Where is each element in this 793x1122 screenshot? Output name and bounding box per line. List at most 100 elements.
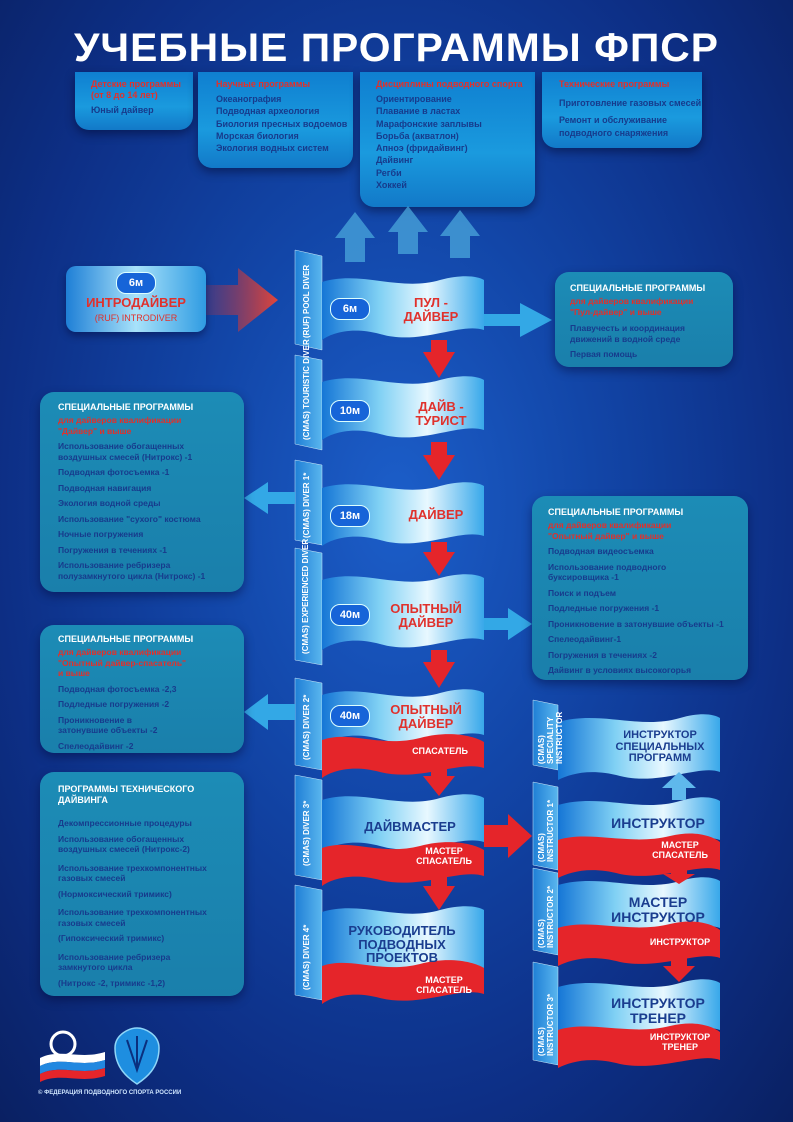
instructor-tag-line: ТРЕНЕР bbox=[661, 1042, 698, 1052]
level-title: ДАЙВЕР bbox=[396, 508, 476, 522]
special-box-item: Использование ребризера bbox=[58, 560, 171, 570]
special-box-item: Использование трехкомпонентных bbox=[58, 862, 207, 873]
depth-badge: 18м bbox=[330, 505, 370, 527]
top-box-header: Детские программы bbox=[91, 79, 181, 89]
level-title-line: ДАЙВ - bbox=[418, 399, 464, 414]
top-box-item: Регби bbox=[376, 167, 402, 178]
level-title-line: ТУРИСТ bbox=[415, 412, 467, 428]
instructor-tag: ИНСТРУКТОР ТРЕНЕР bbox=[640, 1032, 720, 1052]
special-box-item: воздушных смесей (Нитрокс) -1 bbox=[58, 451, 193, 462]
special-box-title: СПЕЦИАЛЬНЫЕ ПРОГРАММЫ bbox=[570, 283, 706, 293]
special-box-item: движений в водной среде bbox=[570, 333, 681, 344]
instructor-side-line: INSTRUCTOR 2* bbox=[546, 885, 555, 948]
top-box-item: Хоккей bbox=[376, 180, 407, 191]
instructor-tag-line: ИНСТРУКТОР bbox=[649, 1032, 711, 1042]
top-box-item: Экология водных систем bbox=[216, 143, 329, 154]
instructor-side-label: (CMAS) SPECIALITY INSTRUCTOR bbox=[537, 712, 564, 764]
instructor-title-line: ПРОГРАММ bbox=[628, 752, 692, 765]
level-title-line: ОПЫТНЫЙ bbox=[390, 601, 462, 616]
special-box-subtitle: "Опытный дайвер-спасатель" bbox=[58, 657, 187, 668]
level-tag-line: МАСТЕР bbox=[425, 846, 463, 856]
special-box-item: воздушных смесей (Нитрокс-2) bbox=[58, 844, 190, 854]
top-box-science: Научные программы Океанография Подводная… bbox=[198, 72, 353, 168]
special-box-item: Подводная фотосъемка -1 bbox=[58, 467, 170, 477]
level-strips bbox=[294, 249, 559, 1066]
instructor-side-line: INSTRUCTOR 1* bbox=[546, 799, 555, 862]
level-tag: СПАСАТЕЛЬ bbox=[412, 746, 468, 756]
special-box-title: СПЕЦИАЛЬНЫЕ ПРОГРАММЫ bbox=[58, 402, 194, 412]
depth-badge: 40м bbox=[330, 604, 370, 626]
special-box-item: Погружения в течениях -1 bbox=[58, 544, 167, 555]
special-box-item: Подледные погружения -1 bbox=[548, 603, 660, 613]
special-box-item: Спелеодайвинг -2 bbox=[58, 740, 134, 751]
special-box-item: Подводная фотосъемка -2,3 bbox=[58, 683, 177, 694]
instructor-side-label: (CMAS) INSTRUCTOR 2* bbox=[537, 886, 555, 948]
instructor-title-line: ИНСТРУКТОР bbox=[611, 995, 705, 1011]
special-box-subtitle: для дайверов квалификации bbox=[570, 296, 694, 306]
special-box-item: Подледные погружения -2 bbox=[58, 699, 170, 709]
top-box-header: Технические программы bbox=[559, 79, 670, 89]
special-box-subtitle: для дайверов квалификации bbox=[548, 520, 672, 530]
introdiver-title: ИНТРОДАЙВЕР bbox=[86, 295, 186, 310]
instructor-tag: МАСТЕР СПАСАТЕЛЬ bbox=[640, 840, 720, 860]
level-title: ПУЛ - ДАЙВЕР bbox=[386, 296, 476, 323]
top-box-item: Океанография bbox=[216, 94, 282, 104]
depth-badge: 6м bbox=[116, 272, 156, 294]
instructor-title-line: ИНСТРУКТОР bbox=[611, 815, 705, 831]
footer-copyright: © ФЕДЕРАЦИЯ ПОДВОДНОГО СПОРТА РОССИИ bbox=[38, 1090, 182, 1096]
special-box-item: Проникновение в затонувшие объекты -1 bbox=[548, 618, 724, 629]
instructor-side-line: INSTRUCTOR 3* bbox=[546, 993, 555, 1056]
top-box-item: Плавание в ластах bbox=[376, 106, 461, 117]
depth-badge: 10м bbox=[330, 400, 370, 422]
fpsr-logo bbox=[40, 1030, 105, 1082]
special-box-item: затонувшие объекты -2 bbox=[58, 725, 158, 735]
instructor-title: ИНСТРУКТОР ТРЕНЕР bbox=[596, 996, 720, 1025]
special-box-item: Плавучесть и координация bbox=[570, 323, 685, 333]
special-box-subtitle: "Пул-дайвер" и выше bbox=[570, 306, 662, 317]
special-box-item: буксировщика -1 bbox=[548, 572, 619, 582]
special-box-item: Погружения в течениях -2 bbox=[548, 649, 657, 660]
special-box-title: СПЕЦИАЛЬНЫЕ ПРОГРАММЫ bbox=[548, 507, 684, 517]
instructor-title: ИНСТРУКТОР СПЕЦИАЛЬНЫХ ПРОГРАММ bbox=[600, 729, 720, 765]
level-title: РУКОВОДИТЕЛЬ ПОДВОДНЫХ ПРОЕКТОВ bbox=[330, 924, 474, 965]
top-box-header: Дисциплины подводного спорта bbox=[376, 79, 523, 89]
top-box-item: Биология пресных водоемов bbox=[216, 118, 348, 129]
special-box-item: Использование обогащенных bbox=[58, 441, 185, 451]
instructor-tag: ИНСТРУКТОР bbox=[649, 937, 711, 947]
top-box-header2: (от 8 до 14 лет) bbox=[91, 90, 158, 100]
special-box-title: ДАЙВИНГА bbox=[58, 795, 108, 805]
level-title-line: ДАЙВЕР bbox=[398, 715, 454, 731]
special-box-subtitle: "Дайвер" и выше bbox=[58, 425, 132, 436]
instructor-title-line: МАСТЕР bbox=[628, 894, 688, 910]
instructor-title-line: ТРЕНЕР bbox=[629, 1009, 686, 1026]
level-title: ОПЫТНЫЙ ДАЙВЕР bbox=[376, 602, 476, 629]
instructor-title: МАСТЕР ИНСТРУКТОР bbox=[596, 895, 720, 924]
level-title-line: ПРОЕКТОВ bbox=[365, 950, 438, 966]
special-box-item: Спелеодайвинг-1 bbox=[548, 634, 622, 644]
level-tag-line: СПАСАТЕЛЬ bbox=[416, 985, 472, 995]
special-box-item: газовых смесей bbox=[58, 873, 126, 883]
instructor-side-label: (CMAS) INSTRUCTOR 1* bbox=[537, 800, 555, 862]
level-flags bbox=[322, 276, 484, 1004]
page-title: УЧЕБНЫЕ ПРОГРАММЫ ФПСР bbox=[73, 26, 720, 70]
introdiver-subtitle: (RUF) INTRODIVER bbox=[94, 313, 178, 323]
top-box-item: Апноэ (фридайвинг) bbox=[376, 143, 468, 154]
level-side-label: (CMAS) DIVER 4* bbox=[302, 924, 311, 990]
special-box-item: Проникновение в bbox=[58, 714, 132, 725]
cmas-emblem bbox=[114, 1027, 160, 1085]
top-box-item: Ремонт и обслуживание подводного снаряже… bbox=[559, 115, 669, 138]
level-tag-line: СПАСАТЕЛЬ bbox=[416, 856, 472, 866]
depth-badge: 40м bbox=[330, 705, 370, 727]
speciality-up-arrow bbox=[662, 772, 696, 800]
special-box-experienced-rescuer: СПЕЦИАЛЬНЫЕ ПРОГРАММЫ для дайверов квали… bbox=[40, 625, 244, 753]
top-box-kids: Детские программы (от 8 до 14 лет) Юный … bbox=[75, 72, 193, 130]
instructor-title-line: ИНСТРУКТОР bbox=[611, 908, 705, 925]
level-side-label: (CMAS) DIVER 2* bbox=[302, 694, 311, 760]
special-box-subtitle: для дайверов квалификации bbox=[58, 647, 182, 657]
special-box-item: Использование обогащенных bbox=[58, 833, 185, 844]
instructor-side-line: SPECIALITY bbox=[546, 716, 555, 764]
special-box-item: полузамкнутого цикла (Нитрокс) -1 bbox=[58, 570, 206, 581]
special-box-subtitle: "Опытный дайвер" и выше bbox=[548, 530, 664, 541]
special-box-item: замкнутого цикла bbox=[58, 962, 133, 972]
